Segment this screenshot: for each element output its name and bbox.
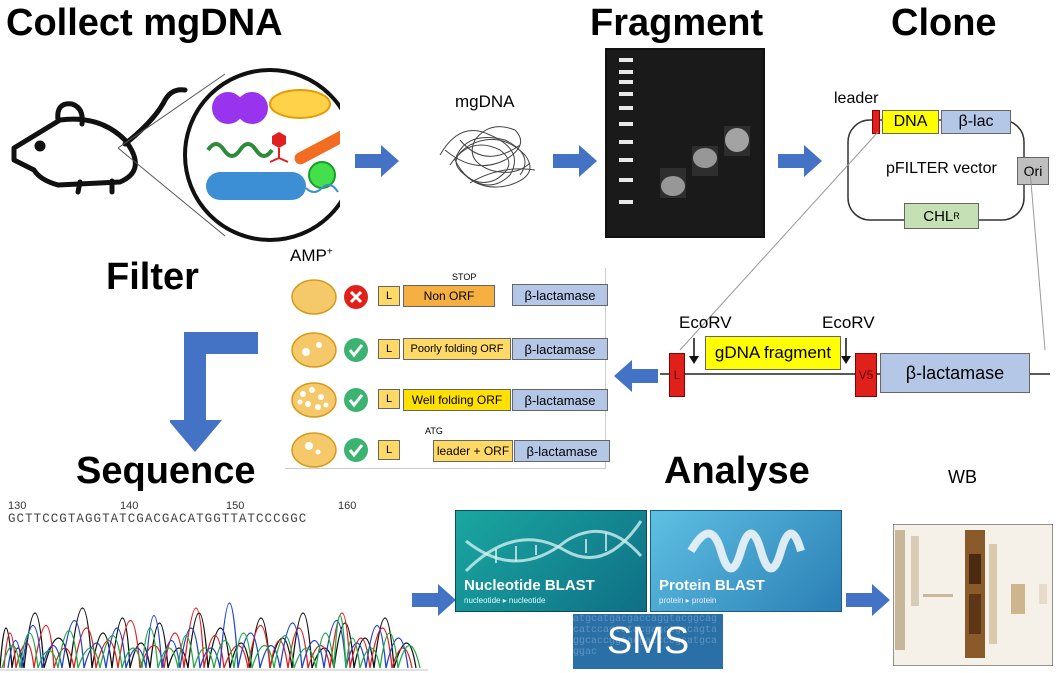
vector-name: pFILTER vector [886,160,997,177]
cross-icon [344,285,368,309]
amp-superscript: + [326,246,333,258]
check-icon [344,388,368,412]
chl-superscript: R [953,211,960,221]
filter-l-box: L [378,389,400,409]
sequence-tick: 140 [120,500,139,512]
flow-arrow-left-icon [614,360,658,392]
flow-arrow-icon [412,584,456,616]
western-blot-image [893,524,1053,666]
ecorv-left-label: EcoRV [679,313,732,332]
filter-blactamase-box: β-lactamase [512,389,608,411]
sequence-tick: 150 [226,500,245,512]
filter-blactamase-box: β-lactamase [512,284,608,306]
step-title-sequence: Sequence [76,450,256,492]
vector-blac-box: β-lac [941,110,1011,134]
protein-blast-subtitle: protein ▸ protein [659,596,717,605]
dna-tangle-icon [439,126,536,188]
vector-dna-box: DNA [882,110,939,134]
step-title-fragment: Fragment [590,2,764,44]
flow-arrow-icon [355,145,399,177]
sequence-bases: GCTTCCGTAGGTATCGACGACATGGTTATCCCGGC [8,512,308,526]
construct-zoom-lines [679,131,1046,351]
nucleotide-blast-tile[interactable]: Nucleotide BLAST nucleotide ▸ nucleotide [455,510,647,612]
sequence-tick: 160 [338,500,357,512]
flow-arrow-icon [553,145,597,177]
step-title-filter: Filter [106,256,199,298]
dna-helix-icon [464,520,643,573]
construct-gdna-box: gDNA fragment [705,336,841,370]
filter-l-box: L [378,339,400,359]
vector-ori-box: Ori [1017,157,1049,185]
filter-l-box: L [378,440,400,460]
zoom-line [117,147,226,237]
amp-text: AMP [290,246,327,265]
microbe-circle [183,68,340,242]
construct-l-block: L [669,353,685,397]
filter-orf-box: Well folding ORF [403,389,511,411]
bacterial-colony-icon [291,279,337,315]
sms-tile[interactable]: atgcatgacgaccaggtacggcagcatccagtatacgagc… [573,614,723,669]
step-title-analyse: Analyse [664,450,810,492]
bacterial-colony-icon [291,382,337,418]
mouse-microbiome-illustration [11,68,340,242]
wb-label: WB [948,467,977,487]
construct-blactamase-box: β-lactamase [880,353,1030,393]
mgdna-label: mgDNA [455,92,515,111]
chl-label: CHL [923,207,954,225]
bacterial-colony-icon [291,332,337,368]
flow-arrow-icon [778,145,822,177]
atg-label: ATG [425,426,443,436]
zoom-line [117,73,226,149]
ecorv-right-label: EcoRV [822,313,875,332]
flow-arrow-down-icon [170,332,258,452]
flow-arrow-icon [846,584,890,616]
construct-v5-block: V5 [855,353,877,397]
gel-electrophoresis-image [605,48,765,238]
stop-label: STOP [452,272,477,282]
filter-l-box: L [378,286,400,306]
filter-orf-box: Non ORF [403,285,495,307]
filter-blactamase-box: β-lactamase [512,338,608,360]
filter-orf-box: leader + ORF [433,440,513,462]
step-title-clone: Clone [891,2,997,44]
check-icon [344,338,368,362]
check-icon [344,438,368,462]
protein-blast-title: Protein BLAST [659,577,765,594]
amp-label: AMP+ [290,246,333,266]
bacterial-colony-icon [291,432,337,468]
nucleotide-blast-subtitle: nucleotide ▸ nucleotide [464,596,546,605]
sms-title: SMS [606,620,690,662]
sequence-ticks: 130 140 150 160 [8,500,428,514]
chromatogram-traces [0,602,428,671]
mouse-icon [11,87,188,195]
filter-panel-border [285,268,606,469]
protein-blast-tile[interactable]: Protein BLAST protein ▸ protein [650,510,842,612]
nucleotide-blast-title: Nucleotide BLAST [464,577,595,594]
filter-orf-box: Poorly folding ORF [403,338,511,360]
protein-helix-icon [687,529,805,573]
sequence-tick: 130 [8,500,27,512]
step-title-collect: Collect mgDNA [6,2,283,44]
sms-background-pattern: atgcatgacgaccaggtacggcagcatccagtatacgagc… [573,614,718,658]
filter-blactamase-box: β-lactamase [514,440,610,462]
leader-label: leader [834,90,879,107]
